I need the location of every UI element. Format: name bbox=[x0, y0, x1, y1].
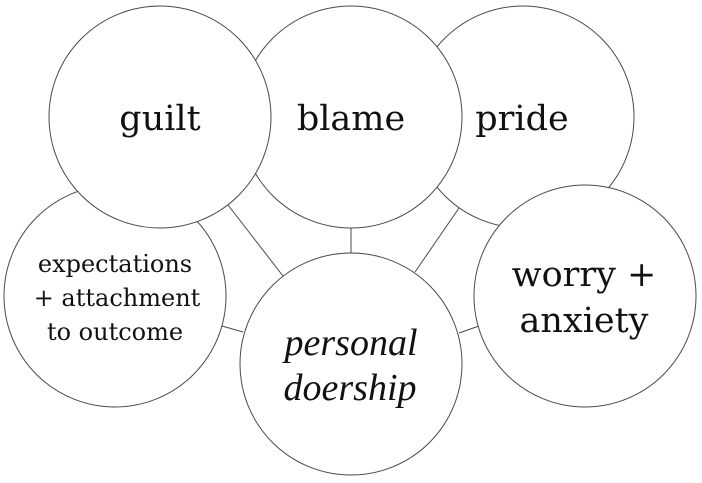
edge-expectations-doership bbox=[221, 325, 244, 333]
node-expectations-line-2: + attachment bbox=[34, 284, 201, 312]
node-worry-line-1: worry + bbox=[512, 255, 657, 295]
node-worry: worry + anxiety bbox=[473, 184, 697, 408]
edge-worry-doership bbox=[458, 325, 480, 334]
node-blame: blame bbox=[239, 5, 463, 229]
node-guilt-label: guilt bbox=[119, 99, 200, 139]
node-expectations-line-3: to outcome bbox=[47, 318, 183, 346]
node-guilt: guilt bbox=[48, 5, 272, 229]
node-personal-doership: personal doership bbox=[239, 252, 463, 476]
node-blame-label: blame bbox=[297, 99, 405, 139]
edge-pride-doership bbox=[414, 207, 460, 273]
node-expectations-line-1: expectations bbox=[38, 250, 192, 278]
node-pride-label: pride bbox=[475, 99, 568, 139]
node-worry-line-2: anxiety bbox=[520, 301, 649, 341]
node-doership-line-1: personal bbox=[282, 322, 418, 364]
node-pride: pride bbox=[411, 5, 635, 229]
node-expectations: expectations + attachment to outcome bbox=[3, 184, 227, 408]
node-doership-line-2: doership bbox=[284, 367, 417, 409]
edge-guilt-doership bbox=[227, 204, 284, 277]
